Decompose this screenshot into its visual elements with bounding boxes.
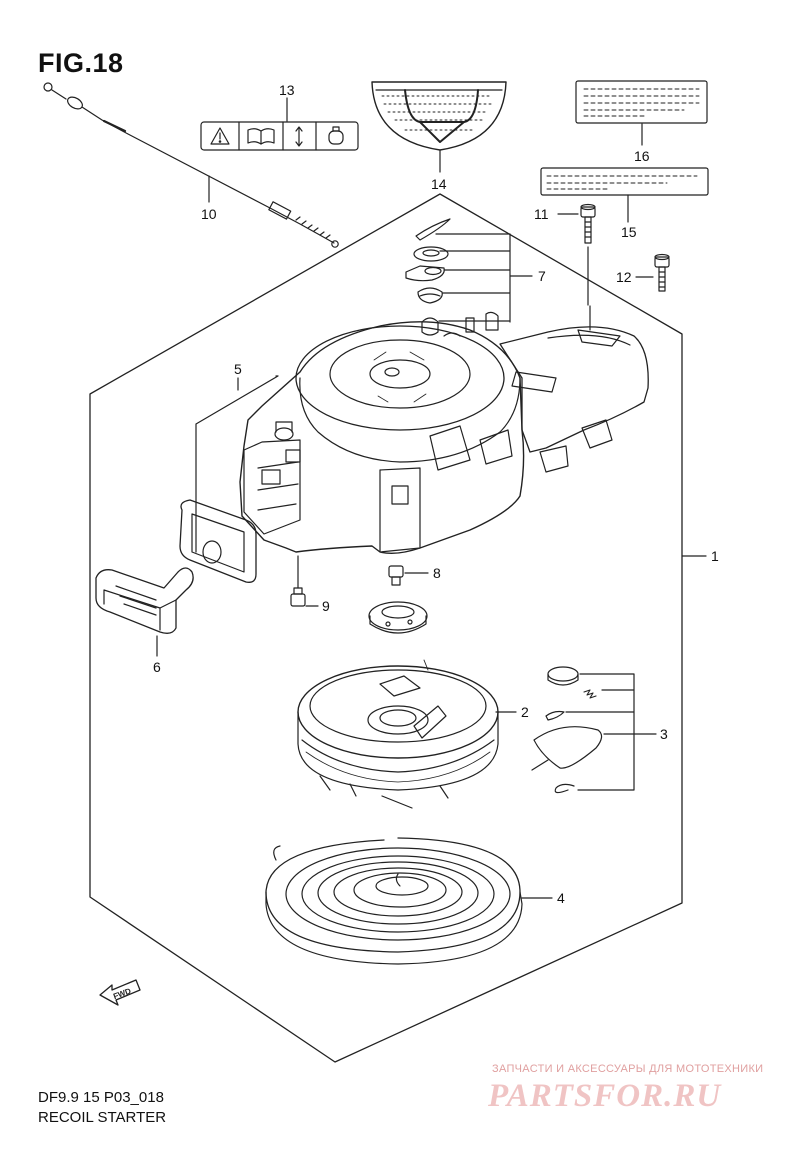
callout-5: 5	[234, 361, 242, 377]
callout-14: 14	[431, 176, 447, 192]
part-5-grip	[179, 499, 257, 583]
callout-6: 6	[153, 659, 161, 675]
callout-3: 3	[660, 726, 668, 742]
diagram-name: RECOIL STARTER	[38, 1109, 167, 1126]
part-8-bolt	[388, 565, 429, 586]
callout-12: 12	[616, 269, 632, 285]
part-5-leader	[195, 375, 279, 553]
callout-11: 11	[534, 206, 549, 222]
cap-icon	[328, 126, 344, 145]
part-12-bolt	[635, 253, 670, 292]
callout-1: 1	[711, 548, 719, 564]
watermark-tagline: ЗАПЧАСТИ И АКСЕССУАРЫ ДЛЯ МОТОТЕХНИКИ	[492, 1063, 764, 1075]
callout-9: 9	[322, 598, 330, 614]
up-down-arrow-icon	[295, 126, 303, 147]
fwd-arrow-icon: FWD	[99, 979, 141, 1006]
callout-13: 13	[279, 82, 295, 98]
callout-10: 10	[201, 206, 217, 222]
watermark-logo: PARTSFOR.RU	[488, 1078, 722, 1114]
washer	[368, 601, 428, 634]
starter-case	[239, 311, 525, 555]
callout-16: 16	[634, 148, 650, 164]
part-10-cable	[43, 82, 339, 248]
part-7-small-parts	[405, 218, 533, 336]
figure-title: FIG.18	[38, 48, 124, 78]
part-4-spiral-spring	[265, 837, 553, 965]
part-3-small-parts	[531, 666, 657, 794]
diagram-code: DF9.9 15 P03_018	[38, 1089, 164, 1106]
manual-book-icon	[247, 128, 275, 145]
part-15-label	[540, 167, 709, 223]
part-2-reel	[297, 659, 499, 809]
part-9-bolt	[290, 555, 319, 607]
part-11-bolt	[557, 203, 596, 306]
callout-8: 8	[433, 565, 441, 581]
part-6-handle	[95, 567, 194, 657]
callout-2: 2	[521, 704, 529, 720]
part-13-warning-label	[200, 97, 359, 151]
warning-icon	[210, 127, 230, 145]
side-guard	[499, 305, 649, 473]
callout-4: 4	[557, 890, 565, 906]
callout-15: 15	[621, 224, 637, 240]
assembly-boundary	[89, 193, 683, 1063]
part-14-arc-label	[371, 81, 507, 173]
callout-7: 7	[538, 268, 546, 284]
part-16-label	[575, 80, 708, 146]
